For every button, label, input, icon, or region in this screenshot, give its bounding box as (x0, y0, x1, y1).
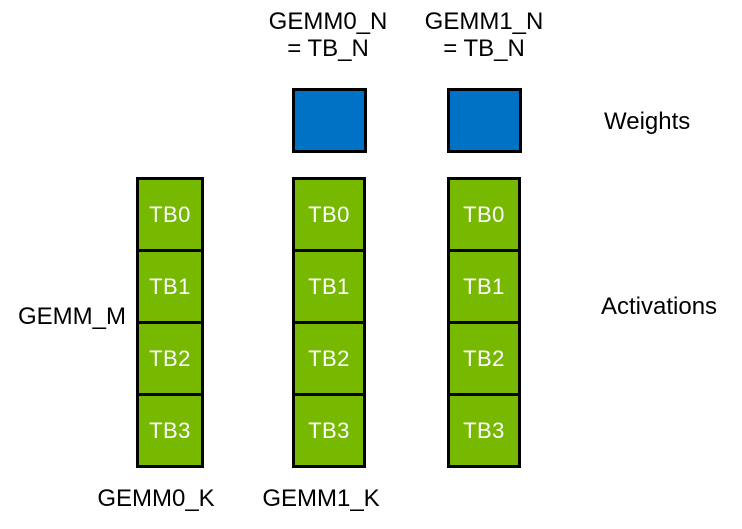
gemm1-n-label-line1: GEMM1_N (424, 8, 544, 35)
tb-block-label: TB1 (149, 273, 191, 299)
tb-block-label: TB2 (463, 345, 505, 371)
tb-block: TB0 (136, 177, 204, 252)
activations-column-gemm0: TB0 TB1 TB2 TB3 (292, 177, 366, 468)
tb-block-label: TB2 (149, 345, 191, 371)
activations-column-gemm1: TB0 TB1 TB2 TB3 (447, 177, 521, 468)
tb-block-label: TB0 (463, 201, 505, 227)
tb-block: TB1 (447, 249, 521, 324)
tb-block-label: TB3 (308, 417, 350, 443)
weight-tile-gemm0 (292, 88, 367, 153)
tb-block: TB0 (447, 177, 521, 252)
weight-tile-gemm1 (447, 88, 522, 153)
tb-block-label: TB1 (308, 273, 350, 299)
gemm0-k-label: GEMM0_K (97, 485, 215, 512)
tb-block: TB3 (447, 393, 521, 468)
tb-block: TB1 (292, 249, 366, 324)
tb-block-label: TB0 (149, 201, 191, 227)
tb-block: TB2 (292, 321, 366, 396)
tb-block: TB0 (292, 177, 366, 252)
gemm1-k-label: GEMM1_K (262, 485, 380, 512)
gemm1-n-label: GEMM1_N = TB_N (423, 8, 545, 62)
tb-block-label: TB0 (308, 201, 350, 227)
gemm0-n-label: GEMM0_N = TB_N (267, 8, 389, 62)
weights-label: Weights (604, 108, 691, 135)
activations-column-gemm-m: TB0 TB1 TB2 TB3 (136, 177, 204, 468)
tb-block-label: TB1 (463, 273, 505, 299)
tb-block-label: TB3 (149, 417, 191, 443)
tb-block: TB2 (447, 321, 521, 396)
tb-block: TB1 (136, 249, 204, 324)
tb-block: TB3 (136, 393, 204, 468)
tb-block: TB2 (136, 321, 204, 396)
tb-block-label: TB3 (463, 417, 505, 443)
tb-block: TB3 (292, 393, 366, 468)
gemm0-n-label-line1: GEMM0_N (268, 8, 388, 35)
gemm-m-label: GEMM_M (18, 303, 126, 330)
activations-label: Activations (601, 293, 718, 320)
tb-block-label: TB2 (308, 345, 350, 371)
gemm0-n-label-line2: = TB_N (287, 35, 369, 62)
gemm1-n-label-line2: = TB_N (443, 35, 525, 62)
